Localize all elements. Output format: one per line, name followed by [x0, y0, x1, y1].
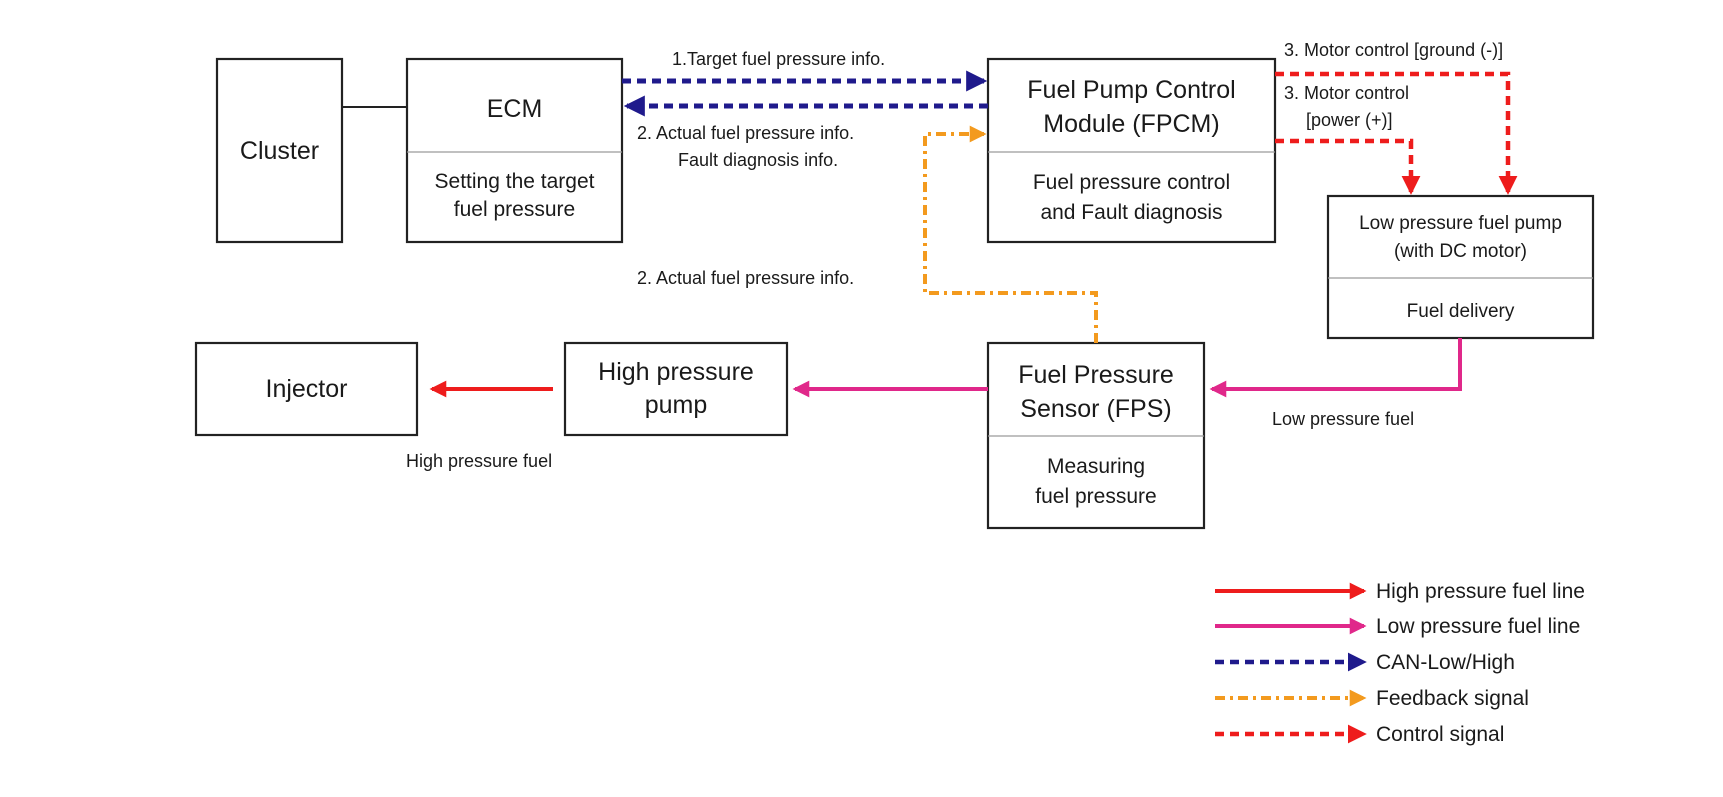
- ecm-desc-line1: Setting the target: [435, 170, 595, 193]
- pump-title-line2: (with DC motor): [1394, 241, 1527, 262]
- legend-label-feedback: Feedback signal: [1376, 687, 1529, 710]
- fpcm-block: Fuel Pump Control Module (FPCM) Fuel pre…: [986, 57, 1277, 244]
- fps-block: Fuel Pressure Sensor (FPS) Measuring fue…: [986, 341, 1206, 530]
- legend-item-control: Control signal: [1215, 723, 1504, 746]
- high-pressure-pump-block: High pressure pump: [563, 341, 789, 437]
- legend-item-feedback: Feedback signal: [1215, 687, 1529, 710]
- ecm-block: ECM Setting the target fuel pressure: [405, 57, 624, 244]
- label-target-info: 1.Target fuel pressure info.: [672, 49, 885, 69]
- motor-ground-arrow: [1275, 71, 1518, 195]
- ecm-desc-line2: fuel pressure: [454, 198, 575, 221]
- fpcm-title-line2: Module (FPCM): [1043, 110, 1219, 138]
- label-low-pressure-fuel: Low pressure fuel: [1272, 409, 1414, 429]
- label-motor-power-line1: 3. Motor control: [1284, 83, 1409, 103]
- label-actual-info-ecm-line2: Fault diagnosis info.: [678, 150, 838, 170]
- hpp-title-line1: High pressure: [598, 358, 754, 386]
- legend-item-low-pressure: Low pressure fuel line: [1215, 615, 1580, 638]
- ecm-title: ECM: [487, 95, 543, 123]
- label-motor-power-line2: [power (+)]: [1306, 110, 1393, 130]
- fps-title-line1: Fuel Pressure: [1018, 361, 1174, 389]
- low-pressure-pump-block: Low pressure fuel pump (with DC motor) F…: [1326, 194, 1595, 340]
- legend-label-high-pressure: High pressure fuel line: [1376, 580, 1585, 603]
- legend-label-can: CAN-Low/High: [1376, 651, 1515, 674]
- legend-label-low-pressure: Low pressure fuel line: [1376, 615, 1580, 638]
- label-actual-info-fps: 2. Actual fuel pressure info.: [637, 268, 854, 288]
- legend-item-high-pressure: High pressure fuel line: [1215, 580, 1585, 603]
- legend: High pressure fuel line Low pressure fue…: [1215, 580, 1585, 746]
- label-motor-ground: 3. Motor control [ground (-)]: [1284, 40, 1503, 60]
- low-pressure-fuel-arrow: [1209, 338, 1462, 398]
- cluster-title: Cluster: [240, 137, 319, 165]
- label-actual-info-ecm-line1: 2. Actual fuel pressure info.: [637, 123, 854, 143]
- legend-label-control: Control signal: [1376, 723, 1504, 746]
- motor-power-arrow: [1275, 138, 1421, 195]
- fps-desc-line1: Measuring: [1047, 455, 1145, 478]
- cluster-block: Cluster: [215, 57, 344, 244]
- pump-title-line1: Low pressure fuel pump: [1359, 213, 1562, 234]
- legend-item-can: CAN-Low/High: [1215, 651, 1515, 674]
- hpp-title-line2: pump: [645, 391, 708, 419]
- fps-title-line2: Sensor (FPS): [1020, 395, 1171, 423]
- fps-desc-line2: fuel pressure: [1035, 485, 1156, 508]
- fpcm-title-line1: Fuel Pump Control: [1027, 76, 1235, 104]
- feedback-arrow: [923, 125, 1098, 343]
- label-high-pressure-fuel: High pressure fuel: [406, 451, 552, 471]
- fpcm-desc-line2: and Fault diagnosis: [1040, 201, 1222, 224]
- fpcm-desc-line1: Fuel pressure control: [1033, 171, 1230, 194]
- injector-block: Injector: [194, 341, 419, 437]
- pump-desc: Fuel delivery: [1407, 301, 1515, 322]
- injector-title: Injector: [266, 375, 348, 403]
